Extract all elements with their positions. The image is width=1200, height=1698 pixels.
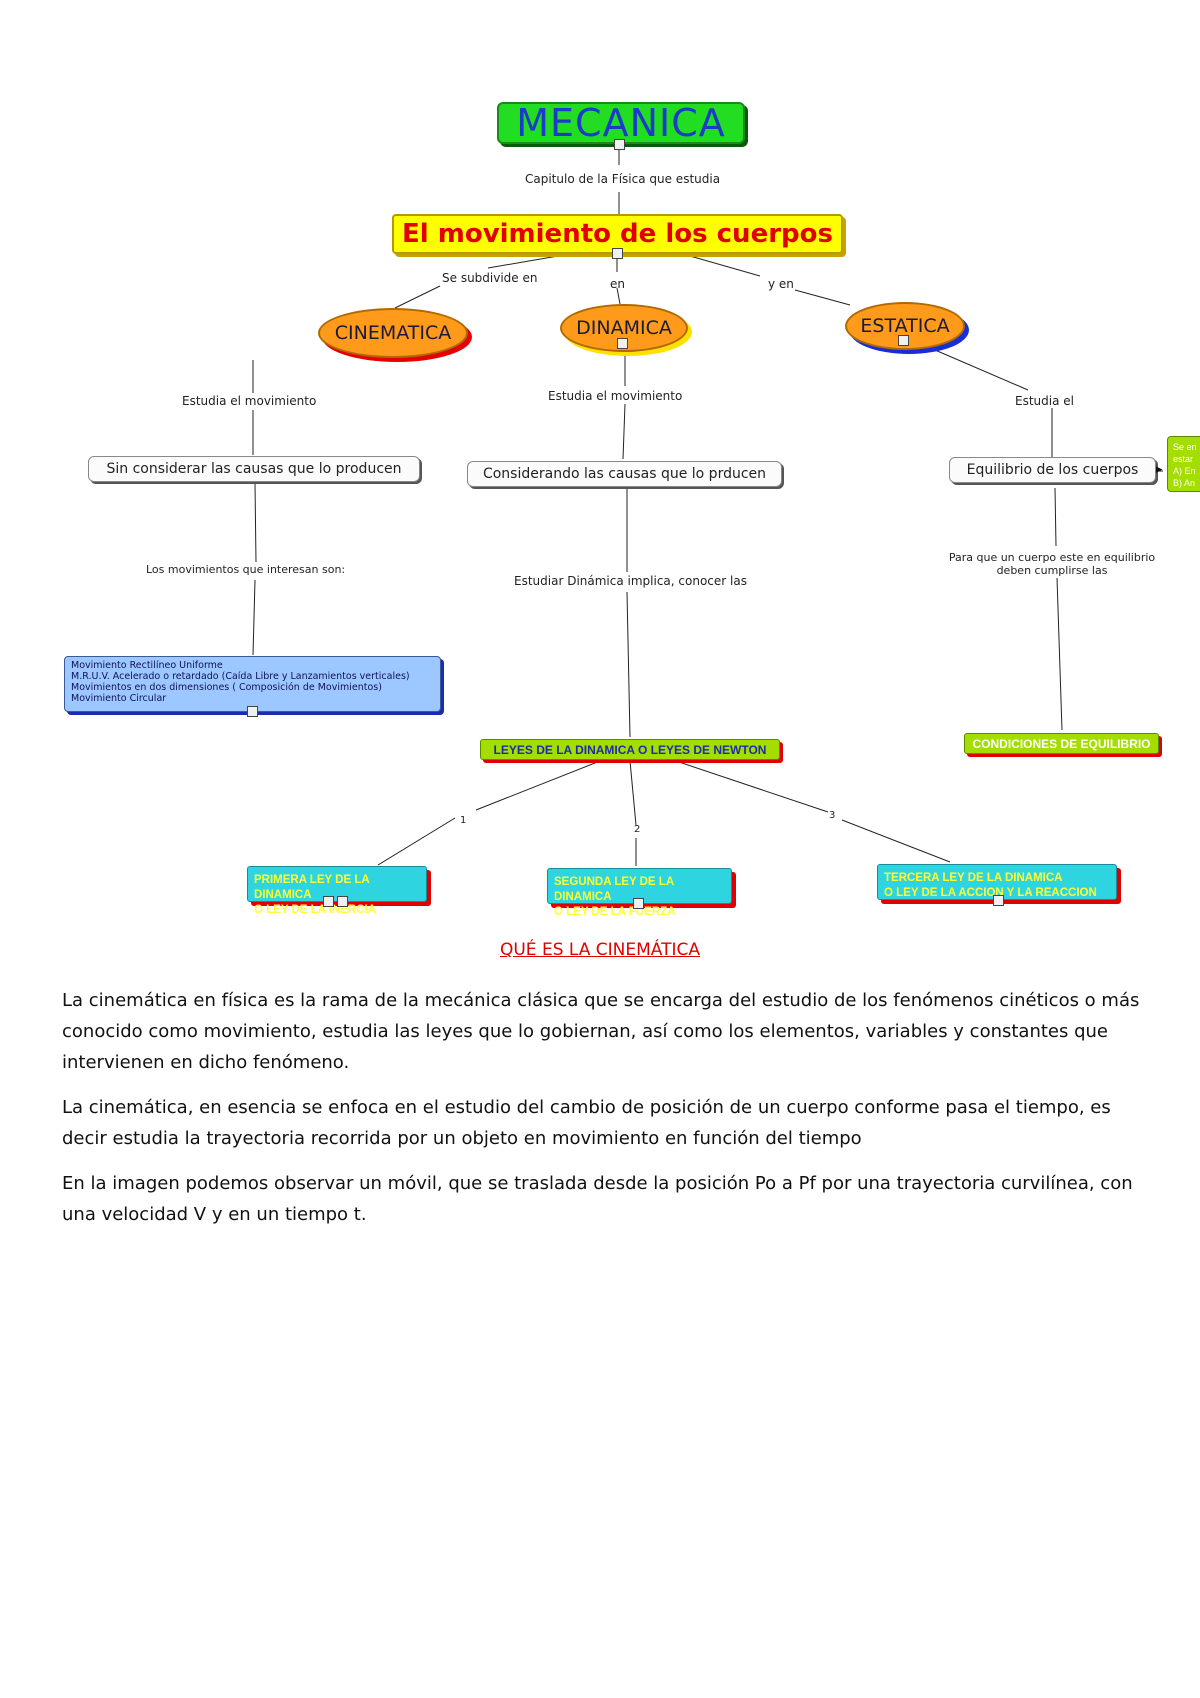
note-icon[interactable]: [614, 139, 625, 150]
arrow-right-icon: ▸: [1156, 462, 1163, 477]
third-law-line2: O LEY DE LA ACCION Y LA REACCION: [884, 887, 1097, 899]
equilibrium-conditions-box: CONDICIONES DE EQUILIBRIO: [964, 733, 1159, 754]
movement-item: Movimientos en dos dimensiones ( Composi…: [71, 682, 382, 693]
attachment-icon[interactable]: [617, 338, 628, 349]
branch-link-left: Se subdivide en: [442, 271, 538, 285]
estatica-link2-line2: deben cumplirse las: [996, 564, 1108, 577]
estatica-box: Equilibrio de los cuerpos: [949, 457, 1156, 483]
movements-box: Movimiento Rectilíneo Uniforme M.R.U.V. …: [64, 656, 441, 712]
first-law-line2: O LEY DE LA INERCIA: [254, 904, 377, 916]
topic-node: El movimiento de los cuerpos: [392, 214, 843, 254]
dinamica-node: DINAMICA: [560, 304, 688, 352]
dinamica-box: Considerando las causas que lo prducen: [467, 461, 782, 487]
note-icon[interactable]: [247, 706, 258, 717]
newton-laws-box: LEYES DE LA DINAMICA O LEYES DE NEWTON: [480, 739, 780, 760]
estatica-label: ESTATICA: [860, 315, 950, 337]
movement-item: Movimiento Rectilíneo Uniforme: [71, 660, 223, 671]
side-note-box: Se en estar A) En B) An: [1167, 436, 1200, 492]
movement-item: M.R.U.V. Acelerado o retardado (Caída Li…: [71, 671, 410, 682]
cinematica-link2: Los movimientos que interesan son:: [146, 563, 346, 576]
expand-icon[interactable]: [612, 248, 623, 259]
concept-map: MECANICA Capitulo de la Física que estud…: [64, 101, 1200, 918]
estatica-link2-line1: Para que un cuerpo este en equilibrio: [948, 551, 1156, 564]
cinematica-link1: Estudia el movimiento: [182, 394, 317, 408]
cinematica-node: CINEMATICA: [318, 308, 468, 358]
law-link-3: 3: [829, 810, 836, 821]
branch-link-right: y en: [768, 277, 794, 291]
third-law-line1: TERCERA LEY DE LA DINAMICA: [884, 872, 1063, 884]
root-link-label: Capitulo de la Física que estudia: [525, 172, 721, 186]
connector-lines: [252, 146, 1163, 866]
second-law-line2: O LEY DE LA FUERZA: [554, 906, 676, 918]
attachment-icon[interactable]: [337, 896, 348, 907]
attachment-icon[interactable]: [993, 895, 1004, 906]
dinamica-link2: Estudiar Dinámica implica, conocer las: [514, 574, 747, 588]
attachment-icon[interactable]: [898, 335, 909, 346]
paragraph: La cinemática en física es la rama de la…: [62, 990, 1140, 1073]
third-law-box: TERCERA LEY DE LA DINAMICA O LEY DE LA A…: [877, 864, 1117, 900]
estatica-link1: Estudia el: [1015, 394, 1074, 408]
side-note-line: Se en: [1173, 442, 1197, 452]
law-link-2: 2: [634, 824, 641, 835]
movement-item: Movimiento Circular: [71, 693, 167, 704]
side-note-line: estar: [1173, 454, 1194, 464]
first-law-line1: PRIMERA LEY DE LA DINAMICA: [254, 874, 370, 901]
side-note-line: A) En: [1173, 466, 1196, 476]
article-body: La cinemática en física es la rama de la…: [62, 985, 1142, 1244]
paragraph: La cinemática, en esencia se enfoca en e…: [62, 1097, 1111, 1149]
estatica-link2: Para que un cuerpo este en equilibrio de…: [932, 551, 1172, 577]
cinematica-box: Sin considerar las causas que lo produce…: [88, 456, 420, 482]
second-law-line1: SEGUNDA LEY DE LA DINAMICA: [554, 876, 674, 903]
side-note-line: B) An: [1173, 478, 1196, 488]
attachment-icon[interactable]: [633, 898, 644, 909]
branch-link-center: en: [610, 277, 625, 291]
law-link-1: 1: [460, 815, 467, 826]
attachment-icon[interactable]: [323, 896, 334, 907]
root-node: MECANICA: [497, 101, 745, 145]
dinamica-link1: Estudia el movimiento: [548, 389, 683, 403]
article-heading: QUÉ ES LA CINEMÁTICA: [499, 940, 700, 960]
paragraph: En la imagen podemos observar un móvil, …: [62, 1173, 1133, 1225]
dinamica-label: DINAMICA: [576, 317, 672, 339]
